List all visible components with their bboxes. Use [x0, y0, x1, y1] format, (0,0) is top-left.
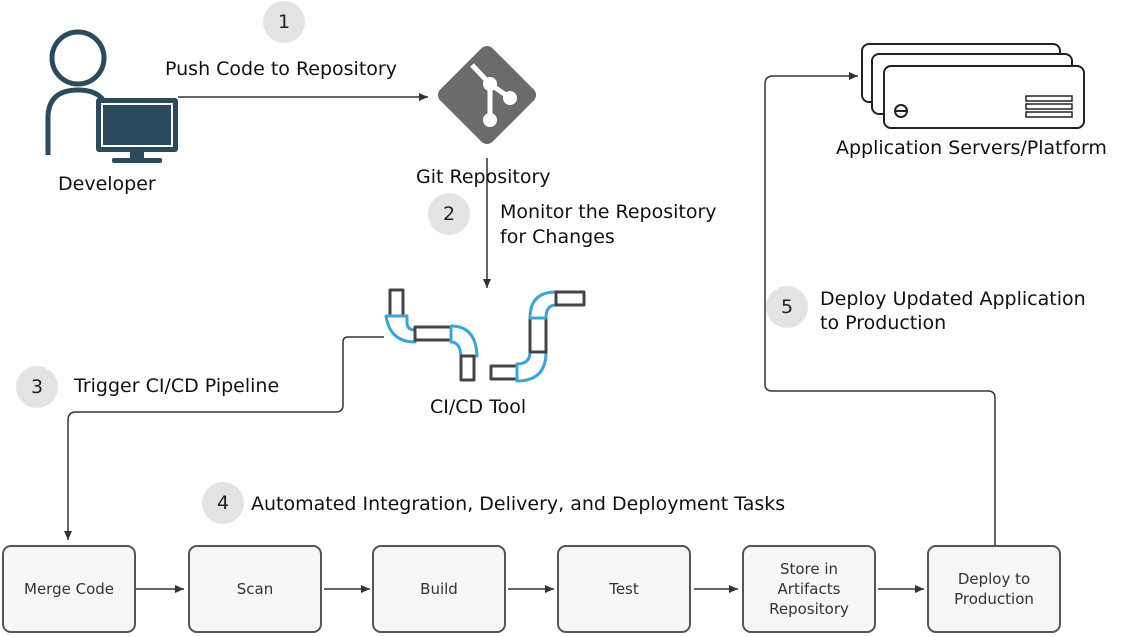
stage-store-artifacts: Store in Artifacts Repository [742, 545, 876, 633]
step-1-label: Push Code to Repository [165, 58, 397, 80]
stage-label: Build [420, 580, 458, 598]
step-5-badge: 5 [766, 286, 808, 328]
arrow-trigger-pipeline [64, 336, 384, 540]
step-2-badge: 2 [428, 193, 470, 235]
stage-label: Test [609, 580, 639, 598]
developer-label: Developer [58, 173, 156, 195]
step-4-badge: 4 [202, 482, 244, 524]
step-1-badge: 1 [263, 1, 305, 43]
step-2-label-line2: for Changes [500, 226, 615, 248]
step-3-label: Trigger CI/CD Pipeline [74, 375, 280, 397]
stage-deploy-production: Deploy to Production [927, 545, 1061, 633]
cicd-tool-label: CI/CD Tool [430, 396, 527, 418]
developer-icon [45, 29, 178, 163]
stage-merge-code: Merge Code [2, 545, 136, 633]
stage-label: Merge Code [24, 580, 114, 598]
stage-label-line2: Production [954, 590, 1034, 608]
stage-build: Build [372, 545, 506, 633]
stage-label-line1: Store in Artifacts [777, 560, 841, 598]
stage-scan: Scan [188, 545, 322, 633]
arrow-deploy-production [764, 72, 996, 545]
stage-label-line1: Deploy to [957, 570, 1031, 588]
stage-test: Test [557, 545, 691, 633]
git-repository-label: Git Repository [416, 166, 551, 188]
step-3-badge: 3 [16, 366, 58, 408]
step-5-label-line1: Deploy Updated Application [820, 288, 1086, 310]
git-logo-icon [437, 45, 537, 145]
stage-label: Scan [236, 580, 274, 598]
server-stack-icon [861, 43, 1085, 129]
step-5-label-line2: to Production [820, 312, 947, 334]
step-2-label-line1: Monitor the Repository [500, 201, 717, 223]
application-servers-label: Application Servers/Platform [836, 137, 1107, 159]
step-4-label: Automated Integration, Delivery, and Dep… [251, 493, 786, 515]
stage-label-line2: Repository [769, 600, 849, 618]
cicd-pipes-icon [384, 288, 586, 383]
